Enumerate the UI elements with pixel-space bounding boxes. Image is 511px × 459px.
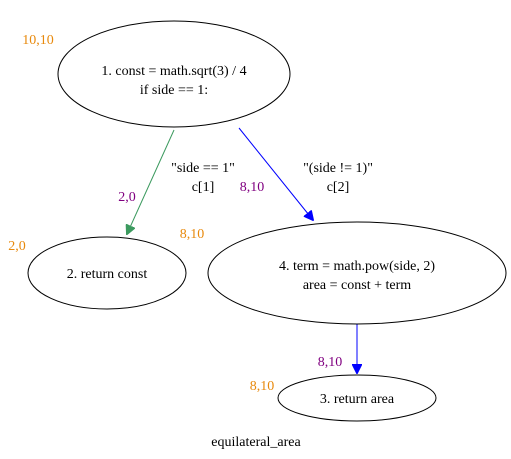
node-code-line: 1. const = math.sqrt(3) / 4 <box>101 64 246 79</box>
node-count-label: 8,10 <box>180 227 205 242</box>
node-code-line: 4. term = math.pow(side, 2) <box>279 259 435 274</box>
node-term-area: 4. term = math.pow(side, 2) area = const… <box>180 221 507 325</box>
graph-title: equilateral_area <box>211 435 301 450</box>
edge-count-label: 8,10 <box>318 355 343 370</box>
edge-condition-label: "(side != 1)" <box>303 161 373 176</box>
edge-count-label: 2,0 <box>118 190 136 205</box>
node-count-label: 8,10 <box>250 379 275 394</box>
node-return-area: 3. return area 8,10 <box>250 374 437 422</box>
node-code-line: area = const + term <box>303 278 411 293</box>
edge-case-label: c[2] <box>327 180 350 195</box>
node-code-line: 2. return const <box>67 267 148 282</box>
edge-condition-label: "side == 1" <box>171 161 235 176</box>
node-return-const: 2. return const 2,0 <box>8 236 187 310</box>
node-const-if-side: 1. const = math.sqrt(3) / 4 if side == 1… <box>22 20 291 128</box>
edge-line-false-branch <box>238 127 313 220</box>
node-ellipse <box>277 374 437 422</box>
node-code-line: if side == 1: <box>140 83 208 98</box>
node-count-label: 2,0 <box>8 239 26 254</box>
edge-count-label: 8,10 <box>240 180 265 195</box>
edge-case-label: c[1] <box>192 180 215 195</box>
node-code-line: 3. return area <box>320 392 395 407</box>
edge-side-ne-1: "(side != 1)" c[2] 8,10 <box>238 127 373 220</box>
edge-line-true-branch <box>127 129 175 234</box>
node-ellipse <box>207 221 507 325</box>
edge-term-to-return-area: 8,10 <box>318 324 357 373</box>
node-ellipse <box>57 20 291 128</box>
node-ellipse <box>27 236 187 310</box>
edge-side-eq-1: "side == 1" c[1] 2,0 <box>118 129 235 234</box>
node-count-label: 10,10 <box>22 33 54 48</box>
